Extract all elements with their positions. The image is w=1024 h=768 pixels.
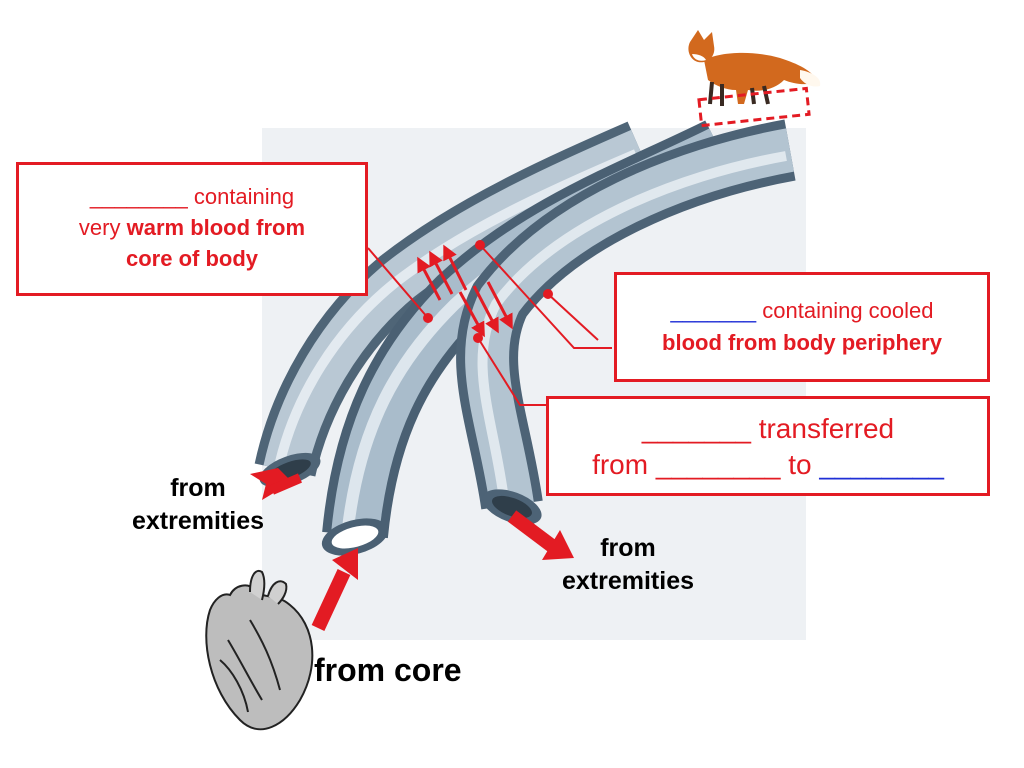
label-from-extremities-right: from extremities <box>561 534 695 595</box>
label-from-extremities-left: from extremities <box>131 474 265 535</box>
heart-illustration <box>205 570 314 731</box>
callout-cooled-blood: _______ containing cooled blood from bod… <box>614 272 990 382</box>
warm-blood-line-2: very warm blood from <box>78 215 306 241</box>
transfer-line-1: _______ transferred <box>641 413 895 444</box>
blank-cooled-vessel[interactable]: _______ <box>670 298 757 323</box>
fox-feet-highlight <box>697 86 811 128</box>
fox-illustration <box>688 30 821 128</box>
warm-blood-line-1: ________ containing <box>89 184 295 209</box>
blank-transferred-item[interactable]: _______ <box>641 413 751 444</box>
flow-arrows <box>250 468 574 631</box>
callout-lines <box>367 240 612 406</box>
flow-arrow-right <box>507 510 557 552</box>
label-from-core: from core <box>314 652 462 688</box>
blank-transfer-destination[interactable]: ________ <box>819 449 944 481</box>
cooled-blood-line-2: blood from body periphery <box>662 329 942 355</box>
blank-transfer-source[interactable]: ________ <box>655 449 781 481</box>
blank-warm-vessel[interactable]: ________ <box>89 184 188 209</box>
flow-arrow-core <box>311 569 351 631</box>
flow-arrow-left <box>250 468 292 500</box>
transfer-line-2: from ________ to ________ <box>592 449 944 481</box>
cooled-blood-line-1: _______ containing cooled <box>670 298 934 323</box>
warm-blood-line-3: core of body <box>125 246 258 272</box>
blood-vessels <box>254 119 796 556</box>
callout-warm-blood: ________ containing very warm blood from… <box>16 162 368 296</box>
callout-transfer: _______ transferred from ________ to ___… <box>546 396 990 496</box>
heat-transfer-arrows <box>417 244 513 338</box>
